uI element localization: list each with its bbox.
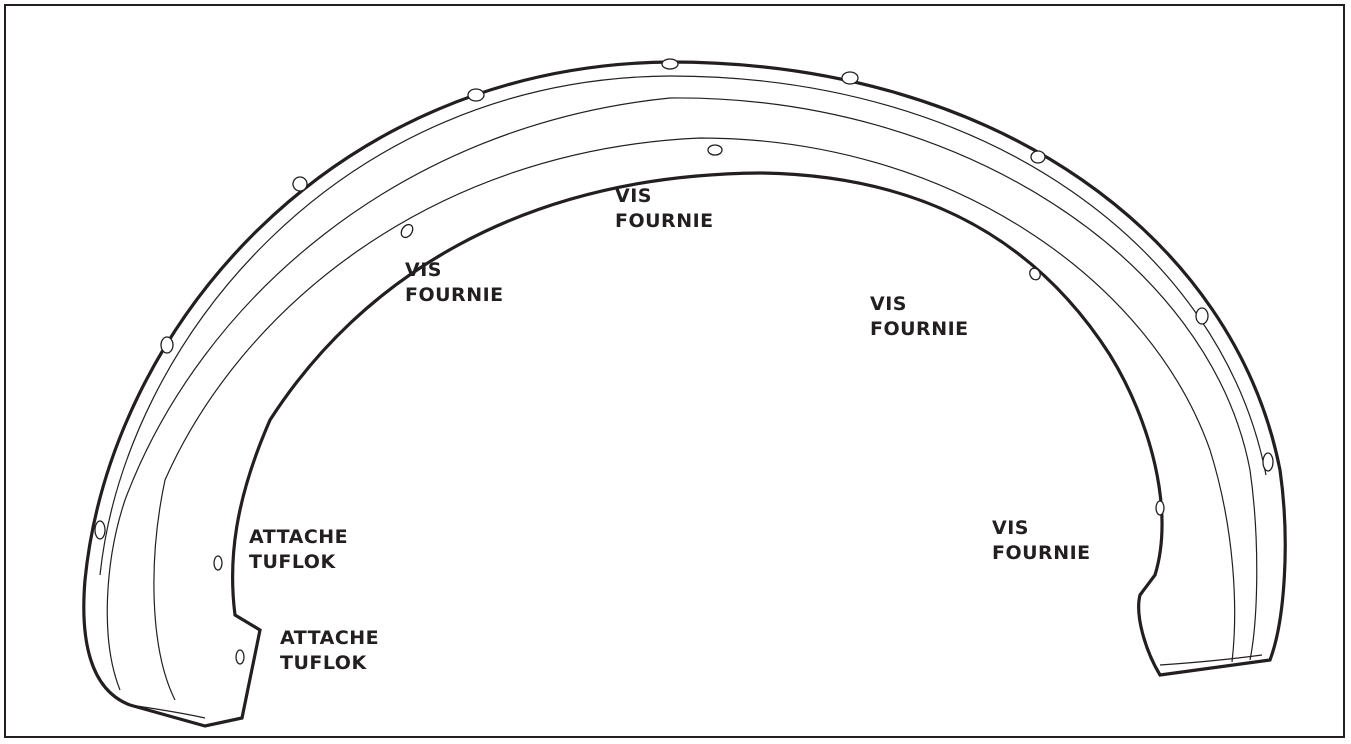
- clip-hole: [213, 555, 223, 571]
- inner-holes: [213, 144, 1165, 665]
- callout-clip-lower: ATTACHE TUFLOK: [280, 626, 379, 676]
- rim-screw: [661, 58, 679, 70]
- screw-hole: [1029, 267, 1041, 281]
- clip-hole: [235, 649, 245, 665]
- callout-line: ATTACHE: [280, 627, 380, 649]
- flare-contour-line-1: [106, 97, 1258, 691]
- flare-end-right-line: [1159, 654, 1263, 666]
- callout-line: TUFLOK: [280, 652, 367, 674]
- screw-hole: [707, 144, 723, 156]
- callout-line: FOURNIE: [405, 284, 504, 306]
- rim-screw: [467, 88, 485, 102]
- rim-screw: [1030, 150, 1046, 164]
- rim-screw: [94, 520, 106, 540]
- callout-screw-left: VIS FOURNIE: [405, 258, 504, 308]
- screw-hole: [1155, 500, 1165, 516]
- flare-flange-line: [99, 75, 1267, 576]
- rim-screw: [160, 336, 174, 354]
- rim-screw: [841, 71, 859, 85]
- flare-contour-line-2: [153, 137, 1236, 701]
- callout-screw-right: VIS FOURNIE: [870, 292, 969, 342]
- rim-screw: [292, 176, 308, 192]
- flare-end-left-line: [129, 704, 206, 719]
- callout-screw-bottom-right: VIS FOURNIE: [992, 516, 1091, 566]
- rim-screw: [1195, 307, 1209, 325]
- diagram-frame: [4, 4, 1345, 738]
- rim-screw: [1262, 452, 1274, 472]
- callout-line: VIS: [405, 259, 442, 281]
- callout-clip-upper: ATTACHE TUFLOK: [249, 525, 348, 575]
- callout-line: VIS: [870, 293, 907, 315]
- callout-screw-top: VIS FOURNIE: [615, 184, 714, 234]
- screw-hole: [400, 223, 414, 239]
- callout-line: FOURNIE: [992, 542, 1091, 564]
- callout-line: FOURNIE: [615, 210, 714, 232]
- callout-line: VIS: [615, 185, 652, 207]
- callout-line: FOURNIE: [870, 318, 969, 340]
- rim-screws: [94, 58, 1274, 540]
- callout-line: VIS: [992, 517, 1029, 539]
- flare-outer-outline: [82, 60, 1287, 728]
- callout-line: ATTACHE: [249, 526, 349, 548]
- callout-line: TUFLOK: [249, 551, 336, 573]
